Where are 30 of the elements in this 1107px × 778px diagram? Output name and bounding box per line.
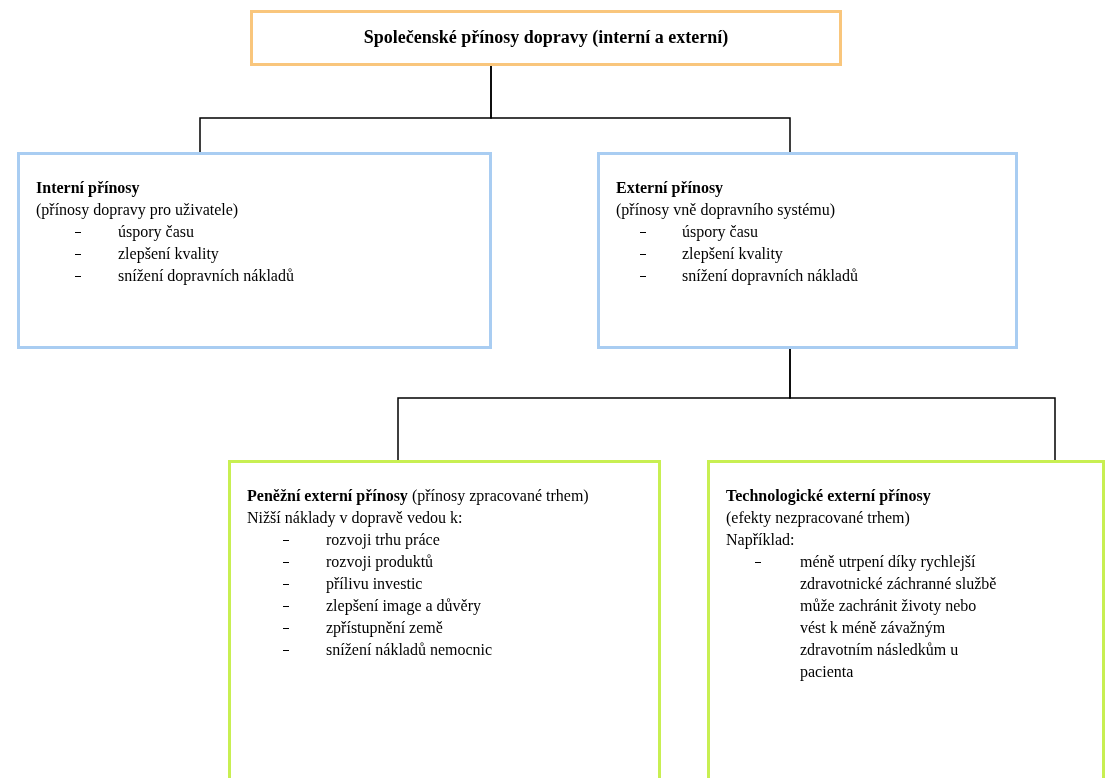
heading: Interní přínosy xyxy=(36,178,141,199)
text-box xyxy=(597,152,1018,349)
list-item: snížení dopravních nákladů xyxy=(682,266,859,287)
text-box xyxy=(228,460,661,778)
list-item: snížení dopravních nákladů xyxy=(118,266,295,287)
list-item: přílivu investic xyxy=(326,574,424,595)
list-item: zlepšení image a důvěry xyxy=(326,596,483,617)
heading: Externí přínosy xyxy=(616,178,725,199)
description: (přínosy dopravy pro uživatele) xyxy=(36,200,240,221)
list-item: rozvoji trhu práce xyxy=(326,530,441,551)
list-item: rozvoji produktů xyxy=(326,552,435,573)
heading: Společenské přínosy dopravy (interní a externí) xyxy=(362,26,730,48)
connector-line xyxy=(490,65,791,153)
heading: Peněžní externí přínosy (přínosy zpracované trhem) xyxy=(247,486,590,507)
list-item: méně utrpení díky rychlejší zdravotnické záchranné službě může zachránit životy nebo vést k méně závažným zdravotním následkům u pacienta xyxy=(800,552,998,683)
description: (efekty nezpracované trhem) xyxy=(726,508,911,529)
text-box xyxy=(250,10,842,66)
list-item: úspory času xyxy=(118,222,195,243)
heading: Technologické externí přínosy xyxy=(726,486,932,507)
list-item: zlepšení kvality xyxy=(682,244,784,265)
description: Například: xyxy=(726,530,796,551)
description: (přínosy vně dopravního systému) xyxy=(616,200,837,221)
list-item: zlepšení kvality xyxy=(118,244,220,265)
description: Nižší náklady v dopravě vedou k: xyxy=(247,508,464,529)
text-box xyxy=(17,152,492,349)
list-item: snížení nákladů nemocnic xyxy=(326,640,494,660)
list-item: úspory času xyxy=(682,222,759,243)
text-box xyxy=(707,460,1105,778)
list-item: zpřístupnění země xyxy=(326,618,444,639)
connector-line xyxy=(789,348,1056,461)
